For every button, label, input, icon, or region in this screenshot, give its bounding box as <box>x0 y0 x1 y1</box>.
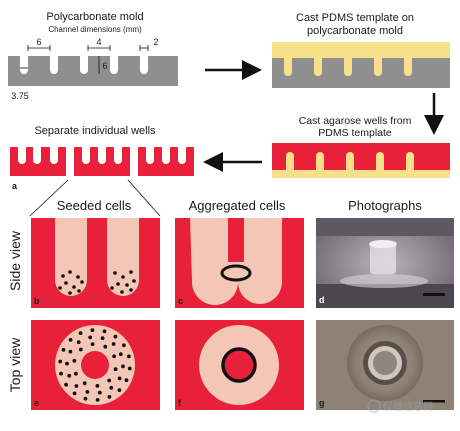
dim-label-2: 2 <box>153 37 158 47</box>
seeded-cell-dot <box>90 342 95 346</box>
seeded-cell-dot <box>113 367 118 372</box>
seeded-cell-dot <box>126 354 131 359</box>
seeded-cell-dot <box>78 331 83 335</box>
separate-title: Separate individual wells <box>34 125 156 137</box>
seeded-cell-dot <box>78 347 83 352</box>
seeded-cell-dot <box>121 364 125 369</box>
dimension-6-vertical: 6 <box>98 56 108 74</box>
seeded-cell-dot <box>107 378 112 383</box>
dim-label-4: 4 <box>96 37 101 47</box>
well-left <box>55 218 87 296</box>
seeded-cell-dot <box>127 366 132 371</box>
seeded-cell-dot <box>107 395 112 399</box>
seeded-cell-dot <box>68 349 73 354</box>
column-header-seeded: Seeded cells <box>57 198 132 213</box>
seeded-cell-dot <box>83 396 88 401</box>
watermark: 仪器信息网 <box>367 399 433 413</box>
seeded-cell-dot <box>64 382 68 387</box>
seeded-cell-dot <box>122 343 126 348</box>
seeded-cell-dot <box>88 335 93 340</box>
mold-subtitle: Channel dimensions (mm) <box>48 25 142 34</box>
panel-letter-b: b <box>34 296 40 306</box>
dim-label-3-75: 3.75 <box>11 91 29 101</box>
seeded-cell-dot <box>113 334 118 339</box>
seeded-cell-dot <box>90 328 95 332</box>
row-label-top: Top view <box>7 337 23 392</box>
panel-e-top-seeded <box>31 320 160 410</box>
seeded-cell-dot <box>124 378 129 383</box>
watermark-text: 仪器信息网 <box>383 400 433 413</box>
seeded-cell-dot <box>100 336 105 340</box>
cast-agarose-title-2: PDMS template <box>318 127 392 139</box>
cast-pdms-title-1: Cast PDMS template on <box>296 12 414 24</box>
seeded-cell-dot <box>58 359 63 364</box>
seeded-cell-dot <box>68 338 73 342</box>
seeded-cell-dot <box>85 390 90 394</box>
panel-letter-a: a <box>12 181 18 191</box>
cast-pdms-title-2: polycarbonate mold <box>307 25 403 37</box>
panel-letter-f: f <box>178 398 182 408</box>
polycarbonate-mold <box>8 56 178 86</box>
seeded-cell-dot <box>61 347 66 352</box>
seeded-cell-dot <box>112 354 116 359</box>
seeded-cell-dot <box>72 391 77 396</box>
seeded-cell-dot <box>59 371 63 376</box>
seeded-cell-dot <box>76 340 81 345</box>
panel-c-side-aggregated <box>175 218 304 308</box>
panel-letter-d: d <box>319 295 325 305</box>
panel-letter-c: c <box>178 296 183 306</box>
seeded-cell-dot <box>74 384 79 388</box>
seeded-cell-dot <box>103 344 108 349</box>
dimension-4-horizontal: 4 <box>87 37 111 51</box>
column-header-aggregated: Aggregated cells <box>189 198 286 213</box>
seeded-cell-dot <box>109 385 114 390</box>
panel-letter-e: e <box>34 398 39 408</box>
panel-f-top-aggregated <box>175 320 304 410</box>
dim-label-6: 6 <box>36 37 41 47</box>
aggregate-ring-side <box>220 264 252 282</box>
dimension-2-horizontal: 2 <box>139 37 159 51</box>
seeded-cell-dot <box>117 388 122 392</box>
seeded-cell-dot <box>118 352 123 357</box>
seeded-cell-dot <box>82 381 87 386</box>
seeded-cell-dot <box>65 361 69 366</box>
column-header-photographs: Photographs <box>348 198 422 213</box>
seeded-cell-dot <box>102 329 107 334</box>
zoom-line-right <box>127 179 161 217</box>
mold-title: Polycarbonate mold <box>46 11 143 23</box>
panel-g-photo-top <box>316 320 454 410</box>
seeded-cell-dot <box>111 342 116 346</box>
seeded-cell-dot <box>74 371 78 376</box>
pdms-on-mold <box>272 42 450 88</box>
center-post <box>81 351 109 379</box>
seeded-cell-dot <box>95 398 100 402</box>
agarose-with-pdms <box>272 143 450 178</box>
zoom-line-left <box>29 179 69 217</box>
panel-b-side-seeded <box>31 218 160 308</box>
dimension-6-horizontal: 6 <box>27 37 51 51</box>
aggregate-ring-top <box>221 347 257 383</box>
cast-agarose-title-1: Cast agarose wells from <box>299 115 412 127</box>
scale-bar-d <box>423 293 445 296</box>
seeded-cells-top <box>58 328 132 402</box>
dim-label-6v: 6 <box>102 61 107 71</box>
panel-d-photo-side <box>316 218 454 308</box>
dimension-3-75: 3.75 <box>11 67 29 101</box>
seeded-cell-dot <box>97 390 102 395</box>
seeded-cells <box>58 270 136 295</box>
well-shape <box>190 218 282 305</box>
seeded-cell-dot <box>95 384 100 388</box>
seeded-cell-dot <box>67 373 72 378</box>
row-label-side: Side view <box>7 230 23 291</box>
seeded-cell-dot <box>72 358 77 363</box>
seeded-cell-dot <box>117 376 122 381</box>
panel-letter-g: g <box>319 398 325 408</box>
well-right <box>107 218 139 296</box>
separated-wells <box>10 147 194 176</box>
watermark-logo-icon <box>367 399 381 413</box>
scale-bar-g <box>423 400 445 403</box>
